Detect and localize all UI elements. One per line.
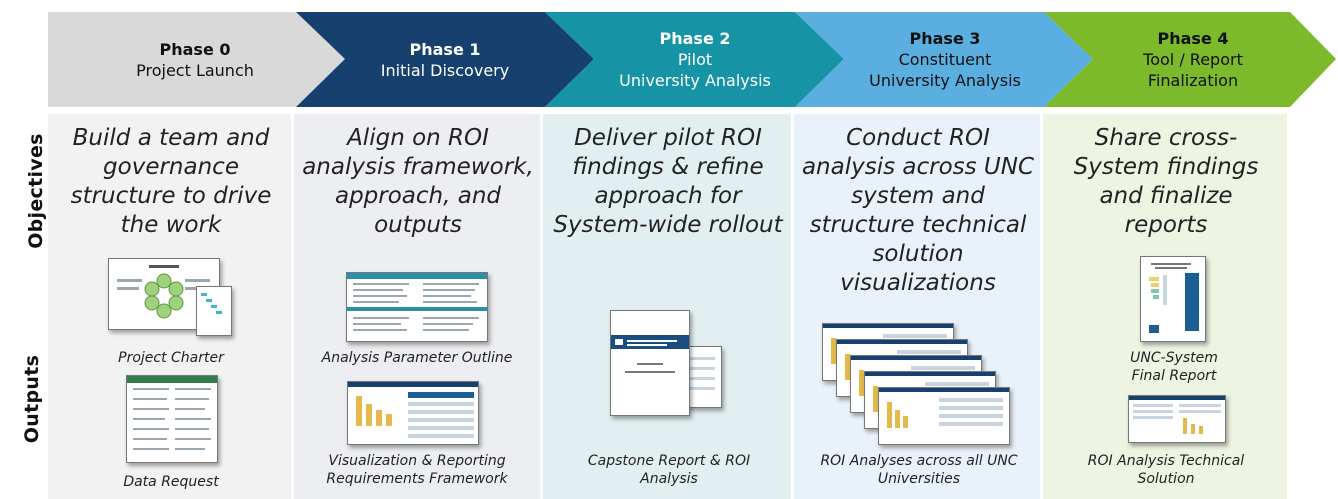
phase-title: Phase 3 [909, 29, 981, 48]
phase-2-header: Phase 2 Pilot University Analysis [570, 12, 820, 107]
phase-subtitle: University Analysis [869, 71, 1021, 90]
phase-title: Phase 2 [659, 29, 731, 48]
phase-arrows [48, 12, 1336, 107]
phase-4-arrow [1044, 12, 1336, 107]
phase-subtitle: Finalization [1147, 71, 1239, 90]
phase-subtitle: Pilot [677, 50, 713, 69]
phase-0-objective: Build a team and governance structure to… [70, 125, 272, 238]
phase-1-header: Phase 1 Initial Discovery [320, 12, 570, 107]
final-report-thumbnail [1140, 256, 1206, 342]
visualization-framework-caption: Visualization & Reporting Requirements F… [326, 453, 508, 487]
visualization-framework-thumbnail [347, 381, 479, 445]
objectives-label: Objectives [24, 133, 47, 249]
project-charter-caption: Project Charter [118, 350, 224, 366]
phase-subtitle: University Analysis [619, 71, 771, 90]
capstone-report-caption: Capstone Report & ROI Analysis [587, 453, 751, 487]
phase-title: Phase 0 [159, 39, 231, 59]
phase-subtitle: Project Launch [136, 60, 254, 80]
phase-3-arrow [795, 12, 1093, 107]
phase-title: Phase 1 [409, 39, 481, 59]
phase-subtitle: Initial Discovery [380, 60, 510, 80]
phase-subtitle: Constituent [898, 50, 992, 69]
data-request-thumbnail [126, 375, 218, 463]
project-charter-secondary-thumbnail [196, 286, 232, 336]
analysis-parameter-outline-caption: Analysis Parameter Outline [321, 350, 513, 366]
roi-analyses-caption: ROI Analyses across all UNC Universities [820, 453, 1018, 487]
phase-2-arrow [545, 12, 844, 107]
phase-0-arrow [48, 12, 345, 107]
phase-2-column [543, 114, 791, 499]
phase-subtitle: Tool / Report [1143, 50, 1243, 69]
capstone-report-thumbnail [610, 310, 690, 416]
phase-0-header: Phase 0 Project Launch [70, 12, 320, 107]
data-request-caption: Data Request [123, 474, 219, 490]
phase-3-header: Phase 3 Constituent University Analysis [820, 12, 1070, 107]
phase-4-objective: Share cross-System findings and finalize… [1073, 125, 1259, 238]
technical-solution-thumbnail [1128, 395, 1226, 443]
final-report-caption: UNC-System Final Report [1130, 350, 1218, 384]
outputs-label: Outputs [21, 354, 44, 444]
phase-3-objective: Conduct ROI analysis across UNC system a… [801, 125, 1035, 296]
technical-solution-caption: ROI Analysis Technical Solution [1087, 453, 1245, 487]
roi-analysis-thumbnail-5 [878, 387, 1010, 445]
phase-2-objective: Deliver pilot ROI findings & refine appr… [553, 125, 783, 238]
analysis-parameter-outline-thumbnail [346, 272, 488, 342]
phase-1-objective: Align on ROI analysis framework, approac… [302, 125, 534, 238]
phase-title: Phase 4 [1157, 29, 1229, 48]
phase-4-header: Phase 4 Tool / Report Finalization [1068, 12, 1318, 107]
phase-1-arrow [296, 12, 594, 107]
